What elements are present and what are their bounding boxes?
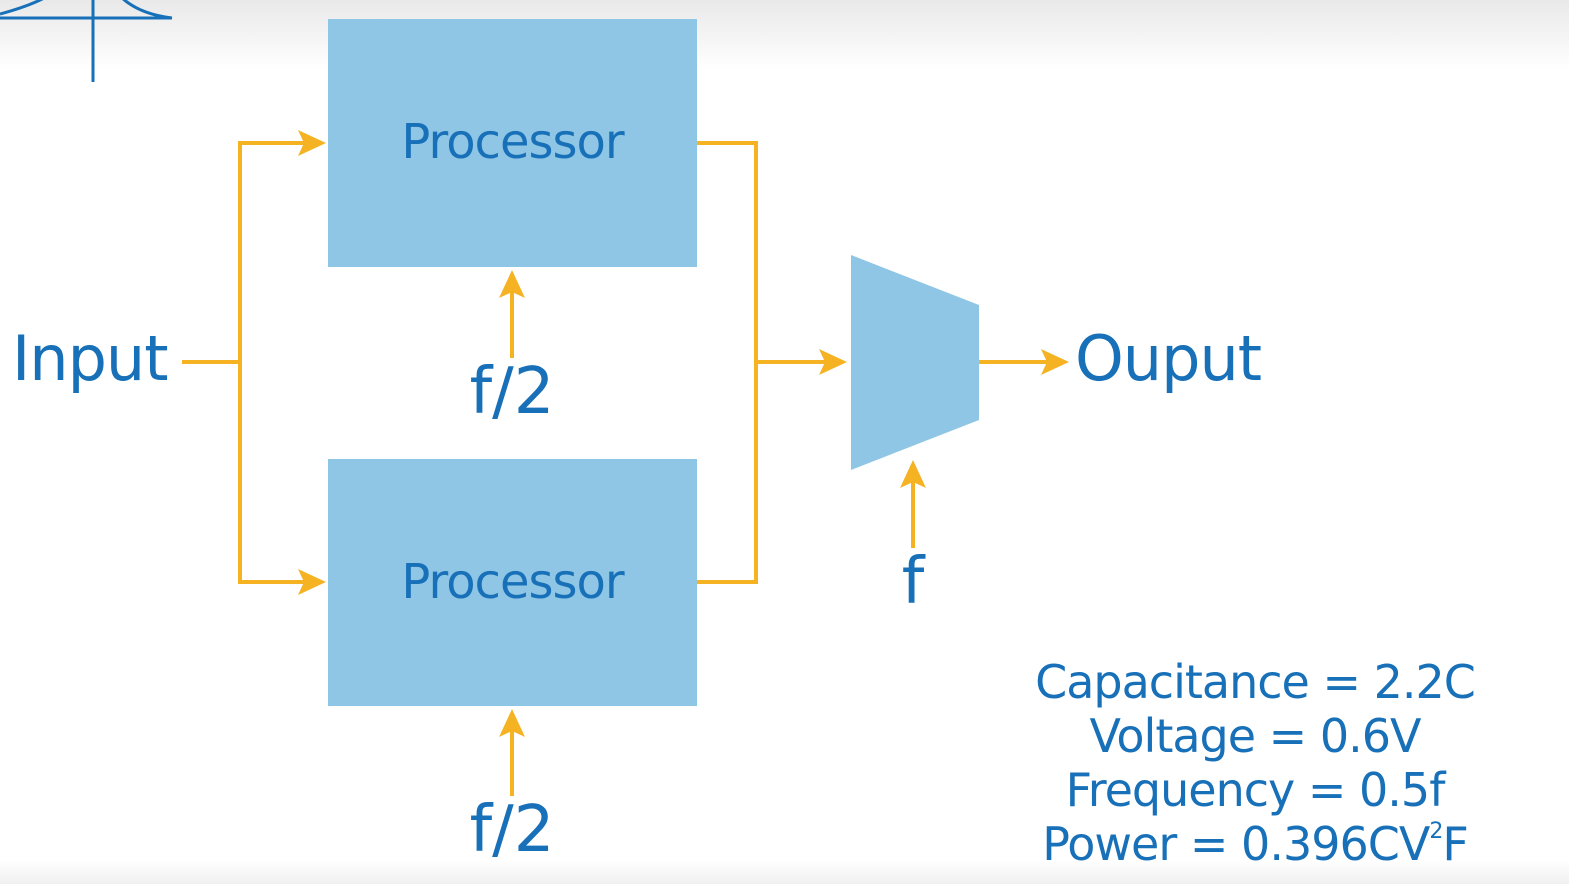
arrowhead-mux xyxy=(819,349,847,375)
capacitance-stat: Capacitance = 2.2C xyxy=(1035,655,1476,709)
processor-label-top: Processor xyxy=(401,114,624,170)
arrowhead-clock-bottom xyxy=(499,709,525,737)
arrowhead-clock-mux xyxy=(900,460,926,488)
clock-label-bottom: f/2 xyxy=(469,793,555,867)
power-stat-suffix: F xyxy=(1442,817,1468,871)
power-stat: Power = 0.396CV2F xyxy=(1005,817,1505,871)
arrowhead-top-processor xyxy=(298,130,326,156)
voltage-stat: Voltage = 0.6V xyxy=(1089,709,1422,763)
multiplexer-shape xyxy=(851,255,979,470)
clock-label-top: f/2 xyxy=(469,355,555,429)
arrowhead-clock-top xyxy=(499,270,525,298)
split-wire xyxy=(238,141,318,584)
processor-box-bottom xyxy=(328,459,697,706)
input-label: Input xyxy=(12,322,169,395)
arrowhead-bottom-processor xyxy=(298,569,326,595)
output-label: Ouput xyxy=(1075,322,1262,395)
power-stat-prefix: Power = 0.396CV xyxy=(1042,817,1430,871)
logo-icon xyxy=(0,0,173,82)
arrowhead-output xyxy=(1041,349,1069,375)
processor-label-bottom: Processor xyxy=(401,554,624,610)
clock-label-mux: f xyxy=(901,545,925,619)
power-stat-exponent: 2 xyxy=(1429,819,1443,844)
processor-box-top xyxy=(328,19,697,267)
frequency-stat: Frequency = 0.5f xyxy=(1065,763,1446,817)
power-stats: Capacitance = 2.2C Voltage = 0.6V Freque… xyxy=(1005,655,1505,871)
merge-wire xyxy=(697,141,758,584)
